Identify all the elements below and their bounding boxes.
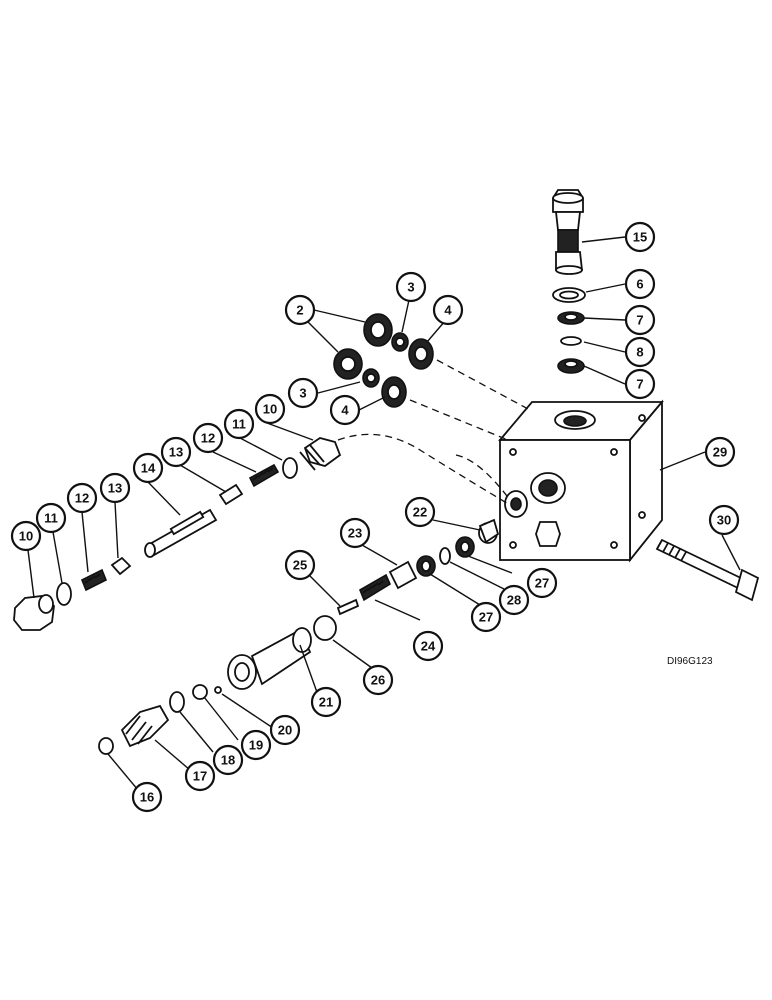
callout-26: 26 <box>362 664 394 696</box>
callout-7: 7 <box>624 368 656 400</box>
callout-27: 27 <box>470 601 502 633</box>
callout-label: 16 <box>140 790 154 805</box>
callout-label: 20 <box>278 723 292 738</box>
callout-label: 27 <box>479 610 493 625</box>
callout-4: 4 <box>329 394 361 426</box>
callout-label: 4 <box>444 303 452 318</box>
alignment-line <box>455 454 511 501</box>
callout-label: 15 <box>633 230 647 245</box>
callout-6: 6 <box>624 268 656 300</box>
bolt <box>655 538 760 602</box>
callout-label: 26 <box>371 673 385 688</box>
callout-30: 30 <box>708 504 740 536</box>
callout-label: 28 <box>507 593 521 608</box>
callout-4: 4 <box>432 294 464 326</box>
callout-19: 19 <box>240 729 272 761</box>
callout-12: 12 <box>66 482 98 514</box>
callout-label: 3 <box>407 280 414 295</box>
callout-28: 28 <box>498 584 530 616</box>
callout-23: 23 <box>339 517 371 549</box>
alignment-line <box>337 433 511 506</box>
callout-label: 22 <box>413 505 427 520</box>
upper-washers <box>333 313 434 408</box>
callout-label: 2 <box>296 303 303 318</box>
callout-label: 11 <box>232 417 246 432</box>
callout-14: 14 <box>132 452 164 484</box>
callout-7: 7 <box>624 304 656 336</box>
callout-label: 29 <box>713 445 727 460</box>
center-valve-parts <box>98 518 500 755</box>
alignment-line <box>409 399 509 441</box>
callout-label: 27 <box>535 576 549 591</box>
callout-8: 8 <box>624 336 656 368</box>
callout-label: 14 <box>141 461 156 476</box>
callout-label: 4 <box>341 403 349 418</box>
callout-10: 10 <box>254 393 286 425</box>
callout-11: 11 <box>223 408 255 440</box>
callout-label: 10 <box>19 529 33 544</box>
callout-label: 12 <box>75 491 89 506</box>
callout-label: 24 <box>421 639 436 654</box>
callout-label: 21 <box>319 695 333 710</box>
callout-13: 13 <box>99 472 131 504</box>
drawing-reference-code: DI96G123 <box>667 656 713 667</box>
alignment-line <box>436 359 531 411</box>
callout-label: 30 <box>717 513 731 528</box>
callout-label: 6 <box>636 277 643 292</box>
leader-lines <box>27 236 741 791</box>
callout-13: 13 <box>160 436 192 468</box>
callout-17: 17 <box>184 760 216 792</box>
callout-27: 27 <box>526 567 558 599</box>
callout-2: 2 <box>284 294 316 326</box>
callout-label: 23 <box>348 526 362 541</box>
callout-18: 18 <box>212 744 244 776</box>
callout-25: 25 <box>284 549 316 581</box>
callout-label: 13 <box>108 481 122 496</box>
callout-label: 12 <box>201 431 215 446</box>
callout-12: 12 <box>192 422 224 454</box>
callout-21: 21 <box>310 686 342 718</box>
callout-label: 10 <box>263 402 277 417</box>
callout-3: 3 <box>287 377 319 409</box>
left-relief-valve-parts <box>13 437 342 631</box>
callout-label: 25 <box>293 558 307 573</box>
callout-label: 17 <box>193 769 207 784</box>
callout-24: 24 <box>412 630 444 662</box>
callout-15: 15 <box>624 221 656 253</box>
callout-label: 3 <box>299 386 306 401</box>
cartridge-valve <box>552 189 584 275</box>
callout-label: 11 <box>44 511 58 526</box>
callout-3: 3 <box>395 271 427 303</box>
callout-label: 18 <box>221 753 235 768</box>
callout-label: 13 <box>169 445 183 460</box>
callout-29: 29 <box>704 436 736 468</box>
callout-label: 8 <box>636 345 643 360</box>
seal-stack <box>552 287 586 374</box>
callout-label: 7 <box>636 313 643 328</box>
callout-16: 16 <box>131 781 163 813</box>
callout-label: 19 <box>249 738 263 753</box>
callout-20: 20 <box>269 714 301 746</box>
callout-10: 10 <box>10 520 42 552</box>
callout-11: 11 <box>35 502 67 534</box>
callout-22: 22 <box>404 496 436 528</box>
valve-body <box>498 399 664 563</box>
callout-label: 7 <box>636 377 643 392</box>
